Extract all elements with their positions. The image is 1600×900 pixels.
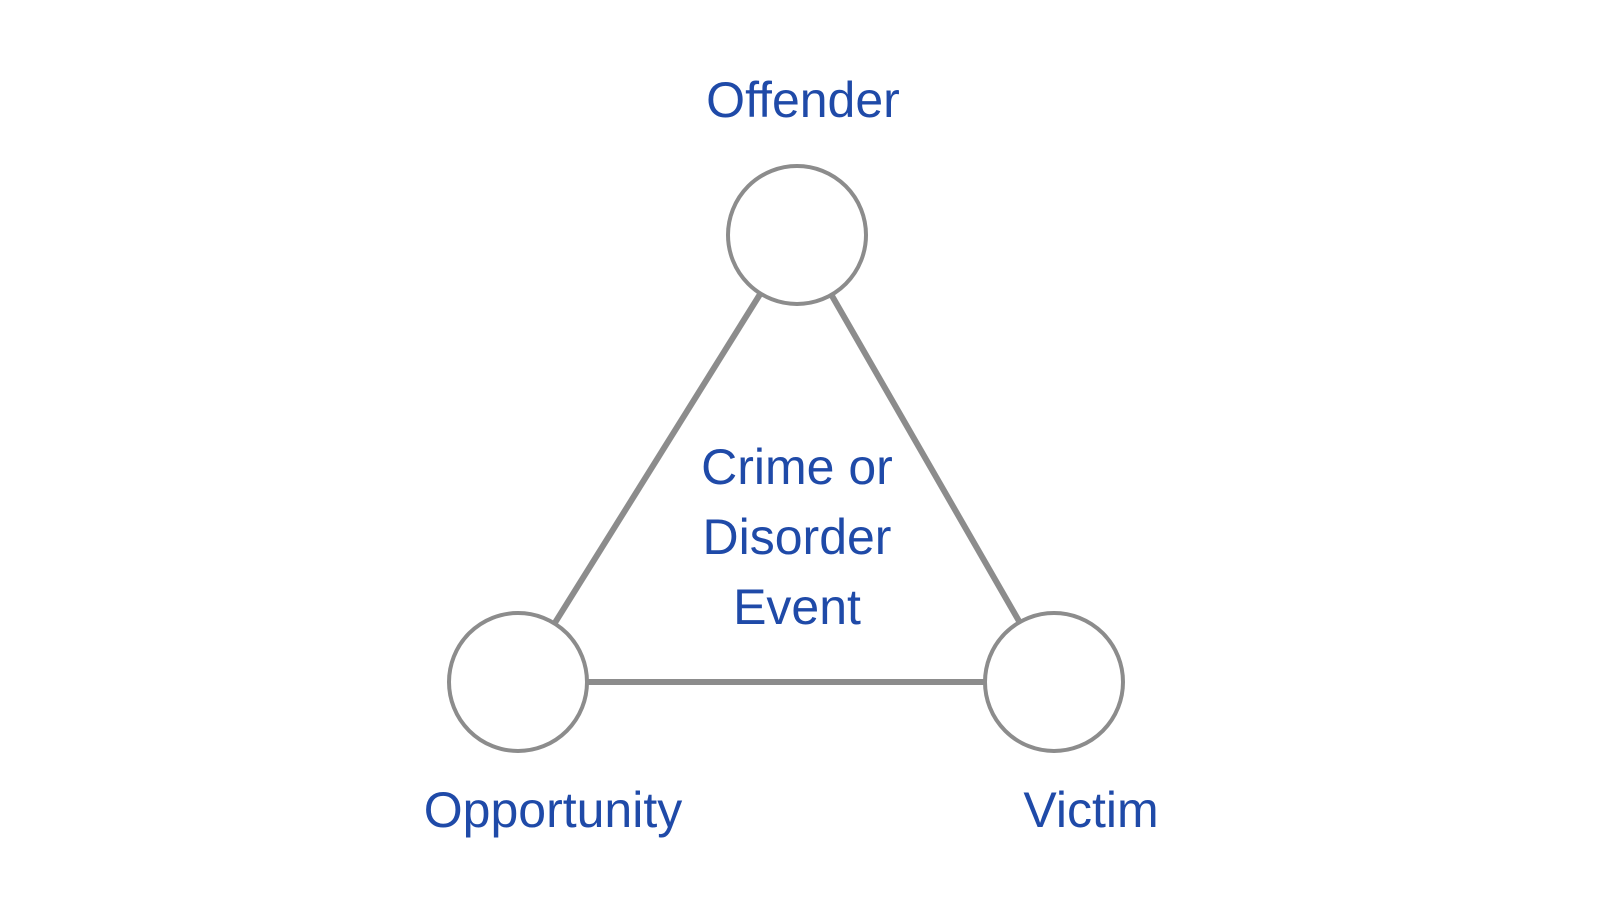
center-line-2: Disorder [702,509,892,565]
offender-label: Offender [706,72,900,128]
node-offender-circle [726,164,868,306]
center-line-1: Crime or [701,439,893,495]
node-opportunity-circle [447,611,589,753]
edge-offender-opportunity [515,233,800,684]
edge-offender-victim [794,233,1057,684]
center-line-3: Event [733,579,861,635]
opportunity-label: Opportunity [423,782,683,838]
center-event-label: Crime or Disorder Event [701,432,893,642]
victim-label: Victim [1023,782,1159,838]
node-victim-circle [983,611,1125,753]
